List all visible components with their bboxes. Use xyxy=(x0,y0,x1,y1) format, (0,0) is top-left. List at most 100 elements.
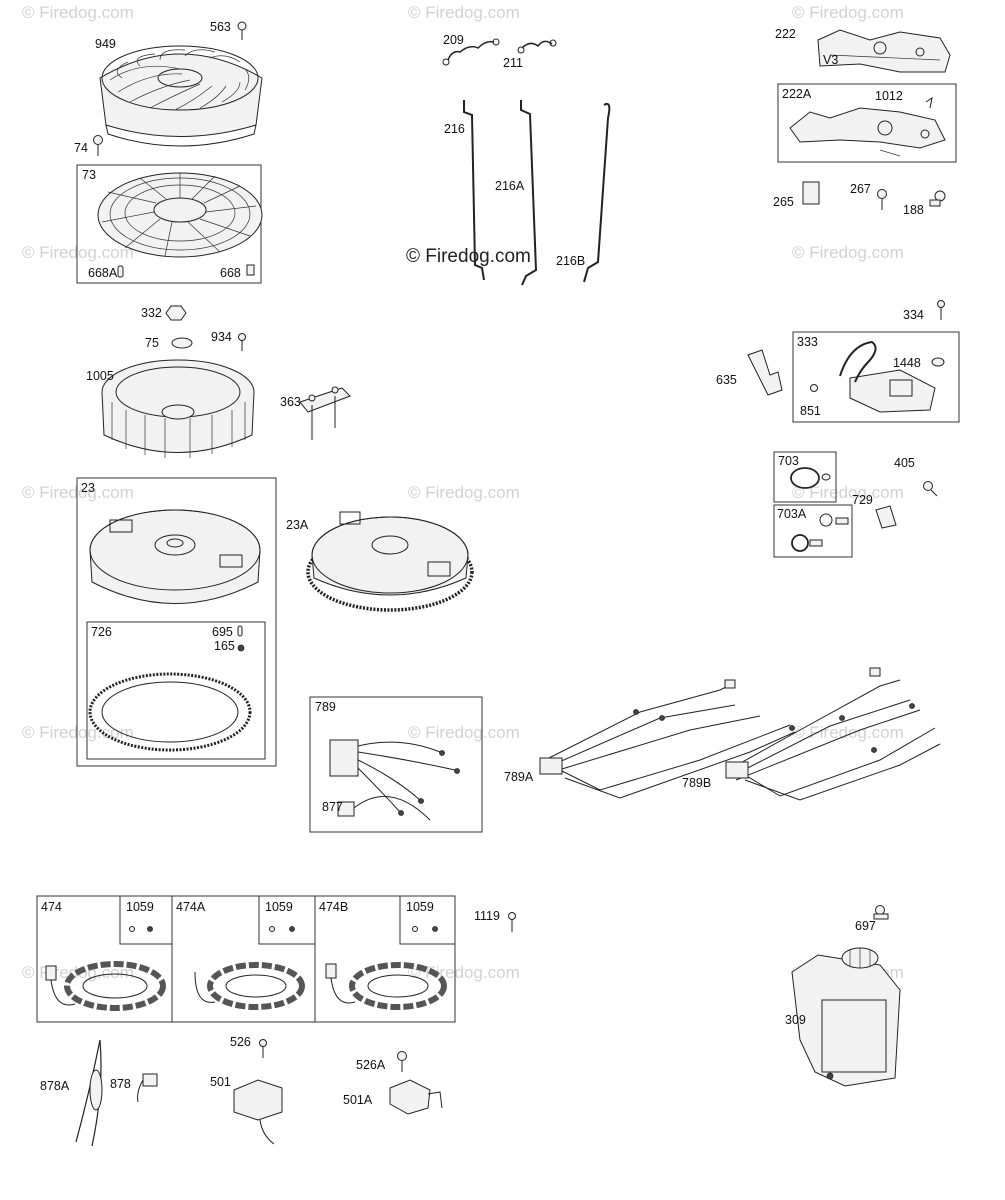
label-222: 222 xyxy=(775,27,796,41)
part-789A-harness xyxy=(539,679,796,799)
watermark: © Firedog.com xyxy=(408,723,520,742)
label-267: 267 xyxy=(850,182,871,196)
part-789-wiring-harness xyxy=(329,739,460,816)
label-165: 165 xyxy=(214,639,235,653)
spring-211 xyxy=(517,39,557,54)
bolt-1119 xyxy=(508,912,516,932)
label-729: 729 xyxy=(852,493,873,507)
part-949-blower-housing xyxy=(99,45,263,147)
label-405: 405 xyxy=(894,456,915,470)
label-703A: 703A xyxy=(777,507,807,521)
part-309-starter-motor xyxy=(791,947,901,1087)
label-265: 265 xyxy=(773,195,794,209)
watermark: © Firedog.com xyxy=(792,243,904,262)
label-697: 697 xyxy=(855,919,876,933)
box-474B xyxy=(314,895,456,1023)
part-878A-wire xyxy=(75,1039,103,1147)
part-73-screen xyxy=(97,172,263,258)
bolt-526A xyxy=(397,1051,407,1072)
label-188: 188 xyxy=(903,203,924,217)
label-216A: 216A xyxy=(495,179,525,193)
part-363-bracket xyxy=(299,386,351,440)
part-labels: 949 563 74 73 668A 668 209 211 216 216A … xyxy=(40,20,924,1107)
label-501A: 501A xyxy=(343,1093,373,1107)
part-474A-stator xyxy=(194,962,305,1010)
label-332: 332 xyxy=(141,306,162,320)
label-211: 211 xyxy=(503,56,523,70)
label-789A: 789A xyxy=(504,770,534,784)
label-789: 789 xyxy=(315,700,336,714)
nut-332 xyxy=(165,305,187,321)
label-789B: 789B xyxy=(682,776,711,790)
watermark: © Firedog.com xyxy=(792,3,904,22)
part-474-stator xyxy=(45,961,166,1011)
bolt-334 xyxy=(937,300,945,320)
bolt-934 xyxy=(238,333,246,351)
box-333 xyxy=(792,331,960,423)
label-703: 703 xyxy=(778,454,799,468)
part-501-module xyxy=(233,1079,283,1145)
box-703 xyxy=(773,451,837,503)
part-222A-control-bracket xyxy=(789,107,946,157)
label-635: 635 xyxy=(716,373,737,387)
part-877-wire xyxy=(337,795,431,821)
watermark: © Firedog.com xyxy=(408,3,520,22)
label-526: 526 xyxy=(230,1035,251,1049)
rod-216 xyxy=(463,100,485,281)
watermark: © Firedog.com xyxy=(792,483,904,502)
box-1059-c xyxy=(399,895,456,945)
part-222-control-bracket xyxy=(817,29,951,73)
part-703-clip xyxy=(790,467,831,489)
rod-216A xyxy=(520,100,538,286)
label-73: 73 xyxy=(82,168,96,182)
screw-405 xyxy=(923,481,938,497)
part-635-spark-boot xyxy=(747,349,783,396)
label-23: 23 xyxy=(81,481,95,495)
box-222A xyxy=(777,83,957,163)
part-333-ignition-armature xyxy=(839,340,936,413)
box-726 xyxy=(86,621,266,760)
label-75: 75 xyxy=(145,336,159,350)
box-23 xyxy=(76,477,277,767)
label-878: 878 xyxy=(110,1077,131,1091)
center-watermark: © Firedog.com xyxy=(406,246,531,267)
box-73 xyxy=(76,164,262,284)
label-668A: 668A xyxy=(88,266,118,280)
label-74: 74 xyxy=(74,141,88,155)
label-363: 363 xyxy=(280,395,301,409)
label-668: 668 xyxy=(220,266,241,280)
part-789B-harness xyxy=(725,667,941,801)
label-222A: 222A xyxy=(782,87,812,101)
label-851: 851 xyxy=(800,404,821,418)
bolt-267 xyxy=(877,189,887,210)
part-23A-flywheel xyxy=(306,511,474,612)
label-949: 949 xyxy=(95,37,116,51)
box-789 xyxy=(309,696,483,833)
part-726-ring-gear xyxy=(88,672,252,752)
label-23A: 23A xyxy=(286,518,309,532)
part-23-flywheel xyxy=(89,509,261,604)
label-934: 934 xyxy=(211,330,232,344)
label-309: 309 xyxy=(785,1013,806,1027)
watermark: © Firedog.com xyxy=(22,243,134,262)
label-1059-a: 1059 xyxy=(126,900,154,914)
part-501A-module xyxy=(389,1079,443,1115)
label-1012: 1012 xyxy=(875,89,903,103)
label-695: 695 xyxy=(212,625,233,639)
bolt-526 xyxy=(259,1039,267,1058)
label-474A: 474A xyxy=(176,900,206,914)
label-877: 877 xyxy=(322,800,343,814)
label-878A: 878A xyxy=(40,1079,70,1093)
part-265 xyxy=(802,181,820,205)
bolt-563 xyxy=(237,21,247,40)
watermark: © Firedog.com xyxy=(792,723,904,742)
part-729 xyxy=(875,505,897,529)
label-1059-b: 1059 xyxy=(265,900,293,914)
label-216B: 216B xyxy=(556,254,585,268)
label-209: 209 xyxy=(443,33,464,47)
label-474: 474 xyxy=(41,900,62,914)
washer-1448 xyxy=(931,357,945,367)
part-703A-clip xyxy=(791,513,849,552)
pin-668 xyxy=(246,264,255,276)
part-1005-fan xyxy=(101,359,255,458)
